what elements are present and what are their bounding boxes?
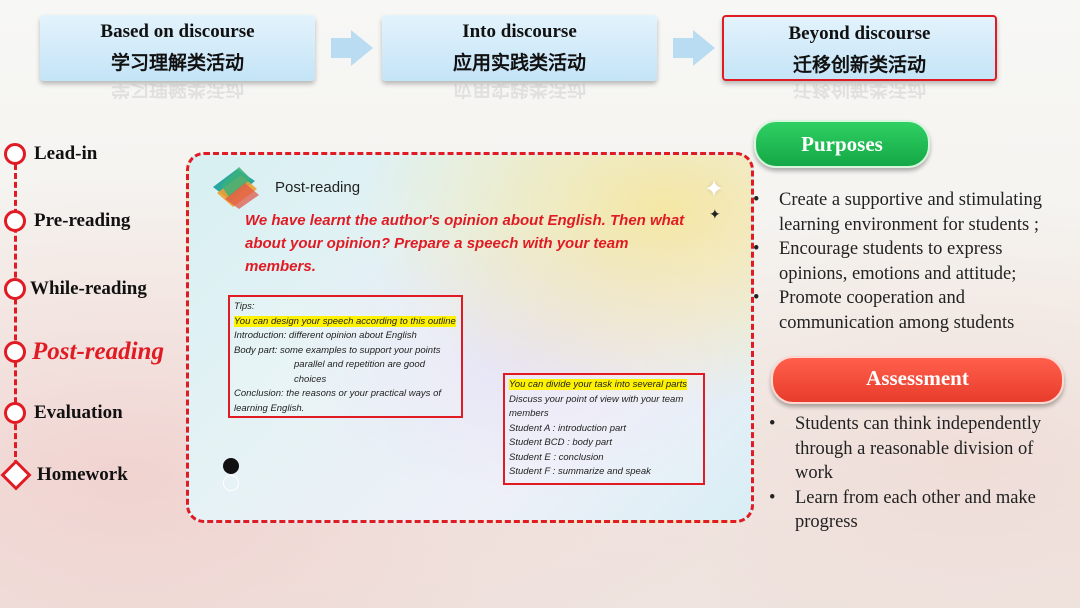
- tips-conclusion: Conclusion: the reasons or your practica…: [234, 387, 457, 416]
- list-item: Learn from each other and make progress: [769, 486, 1074, 535]
- tips-body: Body part: some examples to support your…: [234, 344, 457, 359]
- purposes-list: Create a supportive and stimulating lear…: [753, 188, 1073, 335]
- task-student-f: Student F : summarize and speak: [509, 465, 699, 480]
- right-arrow-icon: [351, 30, 373, 66]
- diamond-marker-icon: [0, 459, 31, 490]
- preview-prompt: We have learnt the author's opinion abou…: [245, 209, 685, 278]
- circle-marker-icon: [4, 341, 26, 363]
- decorative-dot-icon: [223, 458, 239, 474]
- task-student-bcd: Student BCD : body part: [509, 436, 699, 451]
- stage-reflection: 迁移创新类活动: [722, 84, 997, 104]
- timeline-item-homework: Homework: [4, 464, 128, 486]
- circle-marker-icon: [4, 402, 26, 424]
- sparkle-icon: ✦: [704, 175, 724, 204]
- stage-en-label: Into discourse: [382, 21, 657, 43]
- tips-heading: Tips:: [234, 300, 457, 315]
- arrow-shaft: [331, 38, 351, 58]
- task-student-a: Student A : introduction part: [509, 422, 699, 437]
- sparkle-icon: ✦: [709, 207, 721, 224]
- tips-intro: Introduction: different opinion about En…: [234, 329, 457, 344]
- stage-en-label: Based on discourse: [40, 21, 315, 43]
- task-student-e: Student E : conclusion: [509, 451, 699, 466]
- tips-box: Tips: You can design your speech accordi…: [228, 295, 463, 418]
- timeline-label: Lead-in: [34, 143, 97, 165]
- timeline-item-pre-reading: Pre-reading: [4, 210, 130, 232]
- timeline-label: Pre-reading: [34, 210, 130, 232]
- task-division-box: You can divide your task into several pa…: [503, 373, 705, 485]
- timeline-label: Evaluation: [34, 402, 123, 424]
- task-highlight: You can divide your task into several pa…: [509, 379, 687, 390]
- stage-beyond-discourse: Beyond discourse 迁移创新类活动: [722, 15, 997, 81]
- timeline-label: While-reading: [30, 278, 147, 300]
- list-item: Promote cooperation and communication am…: [753, 286, 1073, 335]
- timeline-item-evaluation: Evaluation: [4, 402, 123, 424]
- list-item: Create a supportive and stimulating lear…: [753, 188, 1073, 237]
- timeline-item-post-reading: Post-reading: [4, 338, 164, 366]
- decorative-ring-icon: [223, 475, 239, 491]
- stage-cn-label: 应用实践类活动: [382, 48, 657, 75]
- list-item: Encourage students to express opinions, …: [753, 237, 1073, 286]
- stage-reflection: 学习理解类活动: [40, 84, 315, 104]
- stage-into-discourse: Into discourse 应用实践类活动: [382, 15, 657, 81]
- task-discuss: Discuss your point of view with your tea…: [509, 393, 699, 422]
- stage-cn-label: 迁移创新类活动: [724, 50, 995, 77]
- timeline-label-active: Post-reading: [32, 338, 164, 366]
- circle-marker-icon: [4, 210, 26, 232]
- arrow-shaft: [673, 38, 693, 58]
- timeline-dashed-line: [14, 155, 17, 475]
- layered-leaf-logo-icon: [211, 163, 261, 209]
- timeline-item-lead-in: Lead-in: [4, 143, 97, 165]
- circle-marker-icon: [4, 143, 26, 165]
- stage-en-label: Beyond discourse: [724, 23, 995, 45]
- stage-cn-label: 学习理解类活动: [40, 48, 315, 75]
- timeline-label: Homework: [37, 464, 128, 486]
- circle-marker-icon: [4, 278, 26, 300]
- timeline-item-while-reading: While-reading: [4, 278, 147, 300]
- stage-reflection: 应用实践类活动: [382, 84, 657, 104]
- tips-body-2: parallel and repetition are good choices: [234, 358, 457, 387]
- right-arrow-icon: [693, 30, 715, 66]
- tips-highlight: You can design your speech according to …: [234, 316, 456, 327]
- slide-preview: Post-reading We have learnt the author's…: [186, 152, 754, 523]
- list-item: Students can think independently through…: [769, 412, 1074, 486]
- purposes-header: Purposes: [754, 120, 930, 168]
- preview-title: Post-reading: [275, 179, 360, 196]
- assessment-list: Students can think independently through…: [769, 412, 1074, 535]
- assessment-header: Assessment: [771, 356, 1064, 404]
- stage-based-on-discourse: Based on discourse 学习理解类活动: [40, 15, 315, 81]
